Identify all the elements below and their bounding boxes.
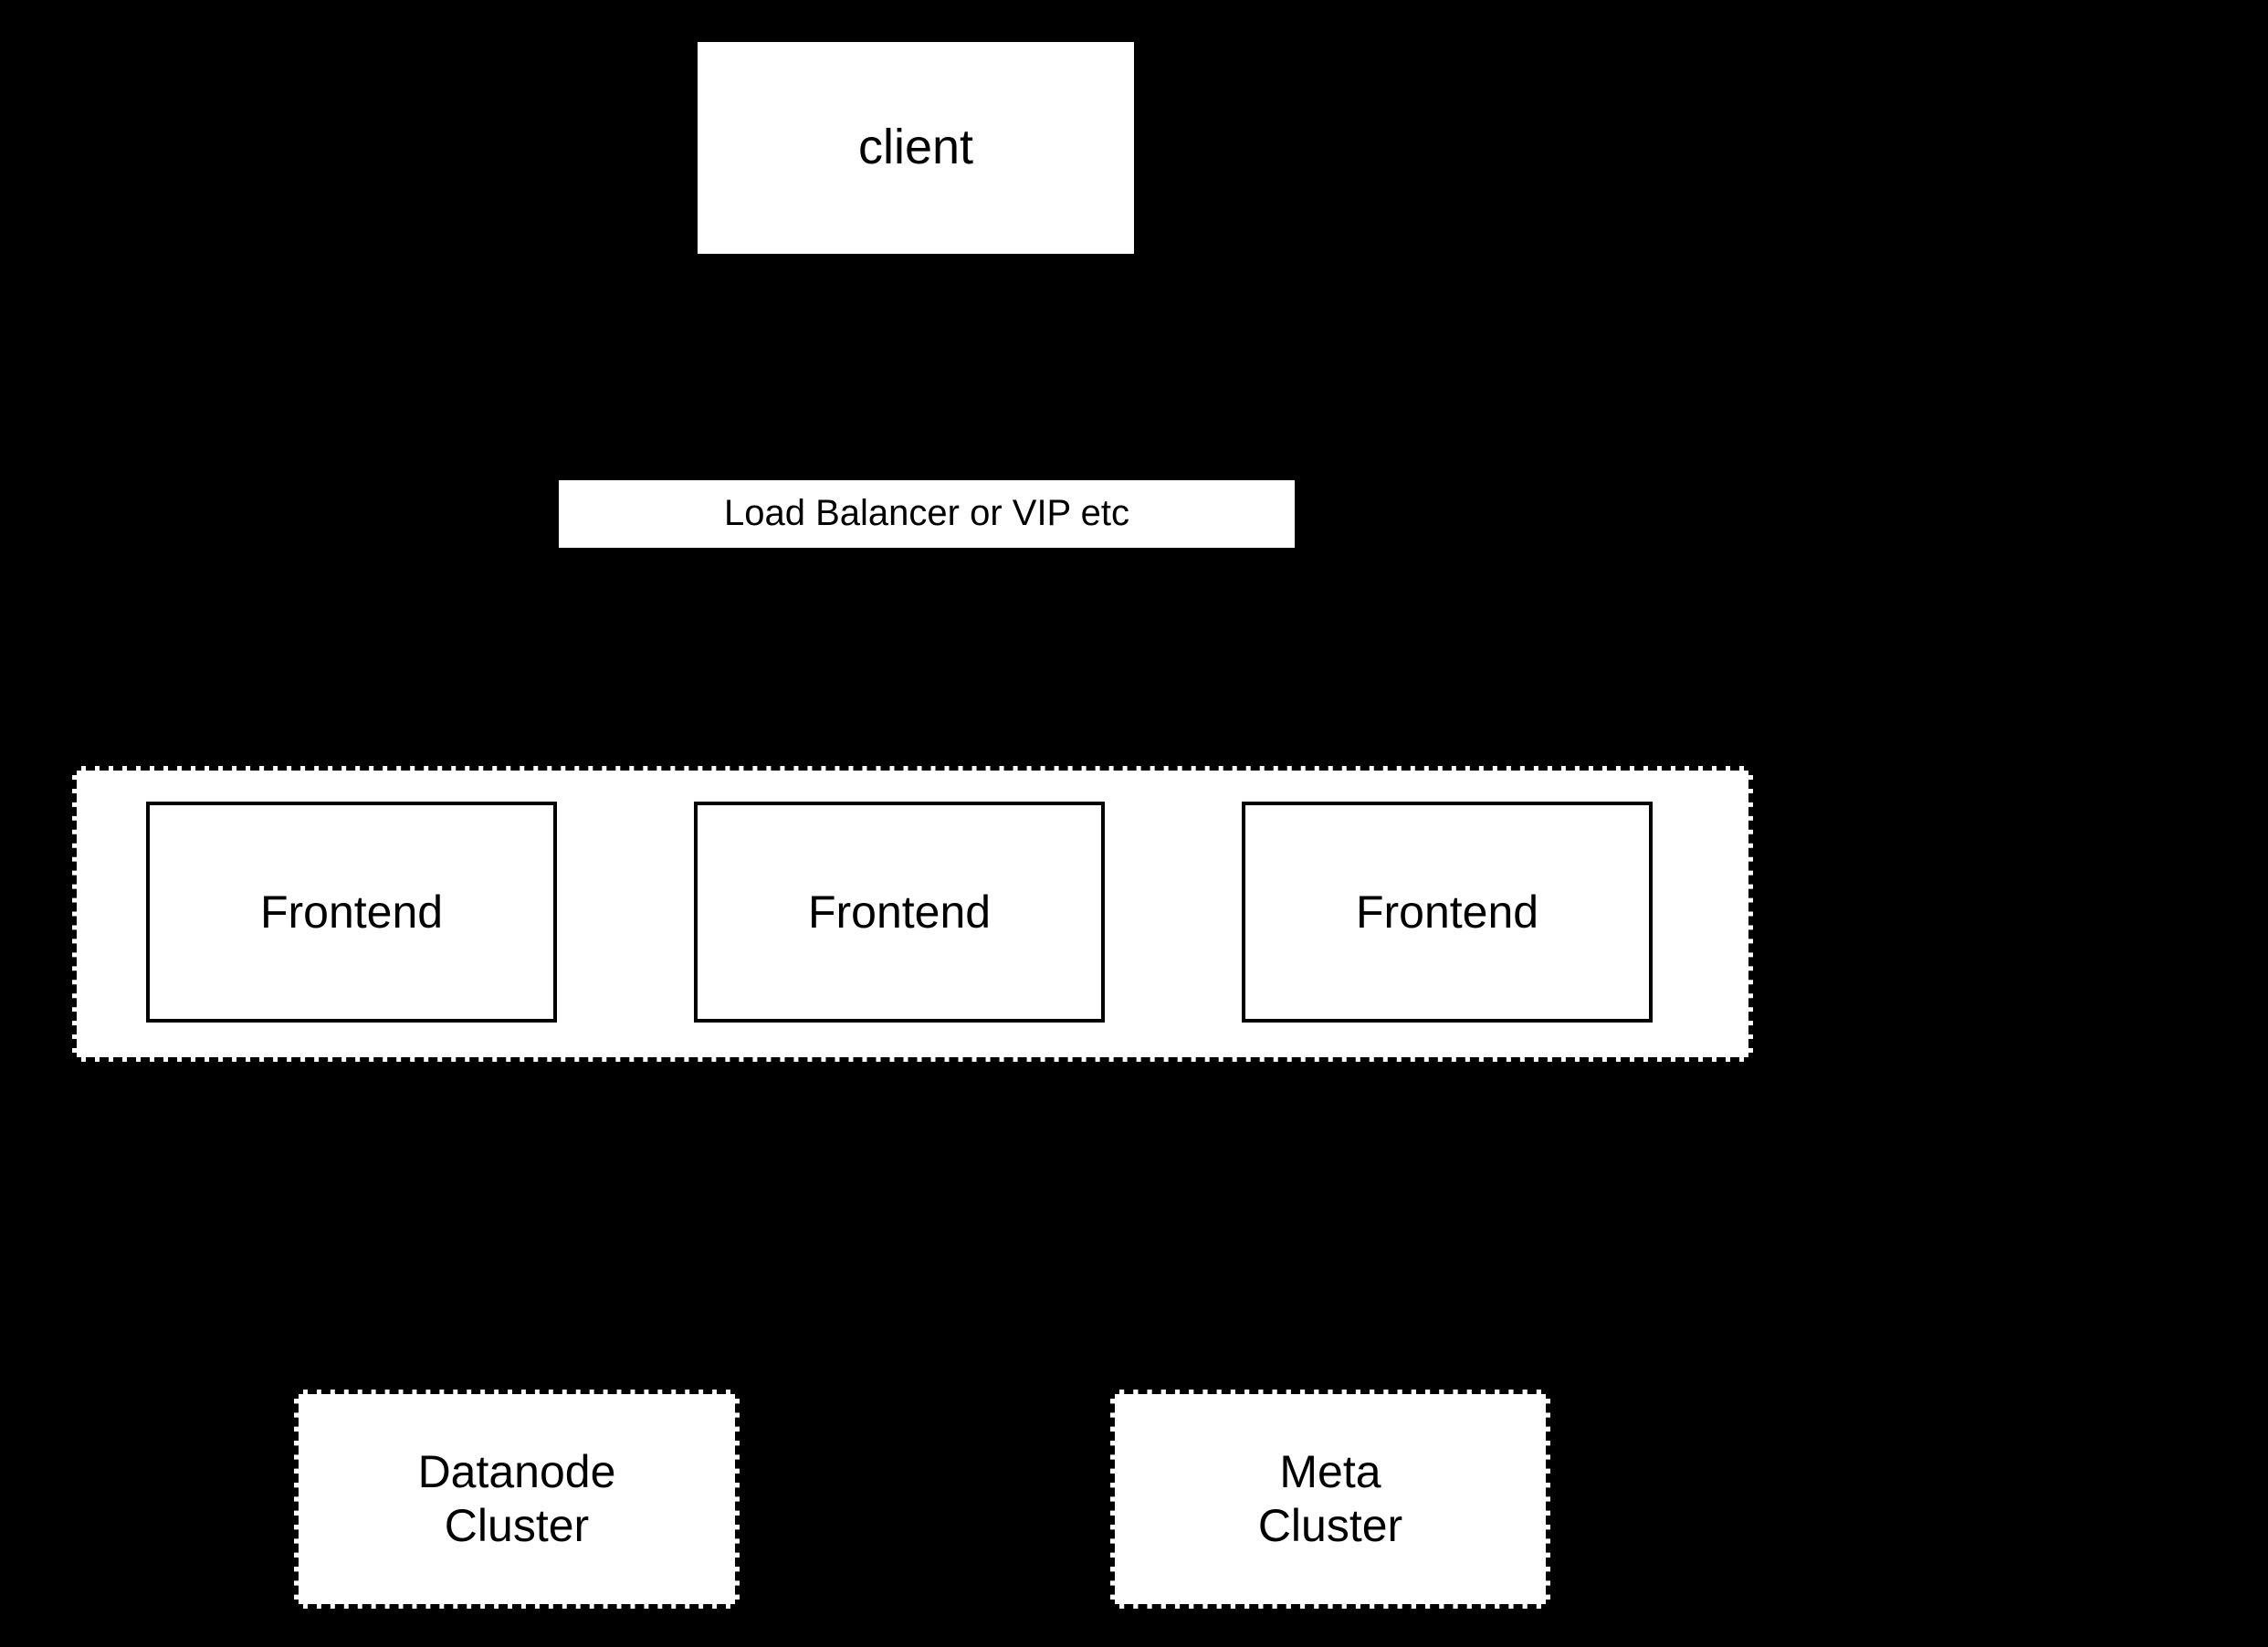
node-frontend-3-label: Frontend [1355,886,1539,938]
node-frontend-1[interactable]: Frontend [146,802,557,1023]
node-client[interactable]: client [698,42,1134,254]
node-frontend-1-label: Frontend [259,886,444,938]
node-frontend-2[interactable]: Frontend [694,802,1105,1023]
node-load-balancer-label: Load Balancer or VIP etc [724,493,1129,534]
node-datanode-cluster-label: Datanode Cluster [417,1446,616,1551]
node-meta-cluster[interactable]: Meta Cluster [1110,1390,1550,1609]
node-datanode-cluster[interactable]: Datanode Cluster [294,1390,740,1609]
node-frontend-2-label: Frontend [807,886,992,938]
node-frontend-3[interactable]: Frontend [1242,802,1653,1023]
node-meta-cluster-label: Meta Cluster [1257,1446,1403,1551]
node-load-balancer[interactable]: Load Balancer or VIP etc [559,480,1295,548]
node-client-label: client [857,120,974,175]
